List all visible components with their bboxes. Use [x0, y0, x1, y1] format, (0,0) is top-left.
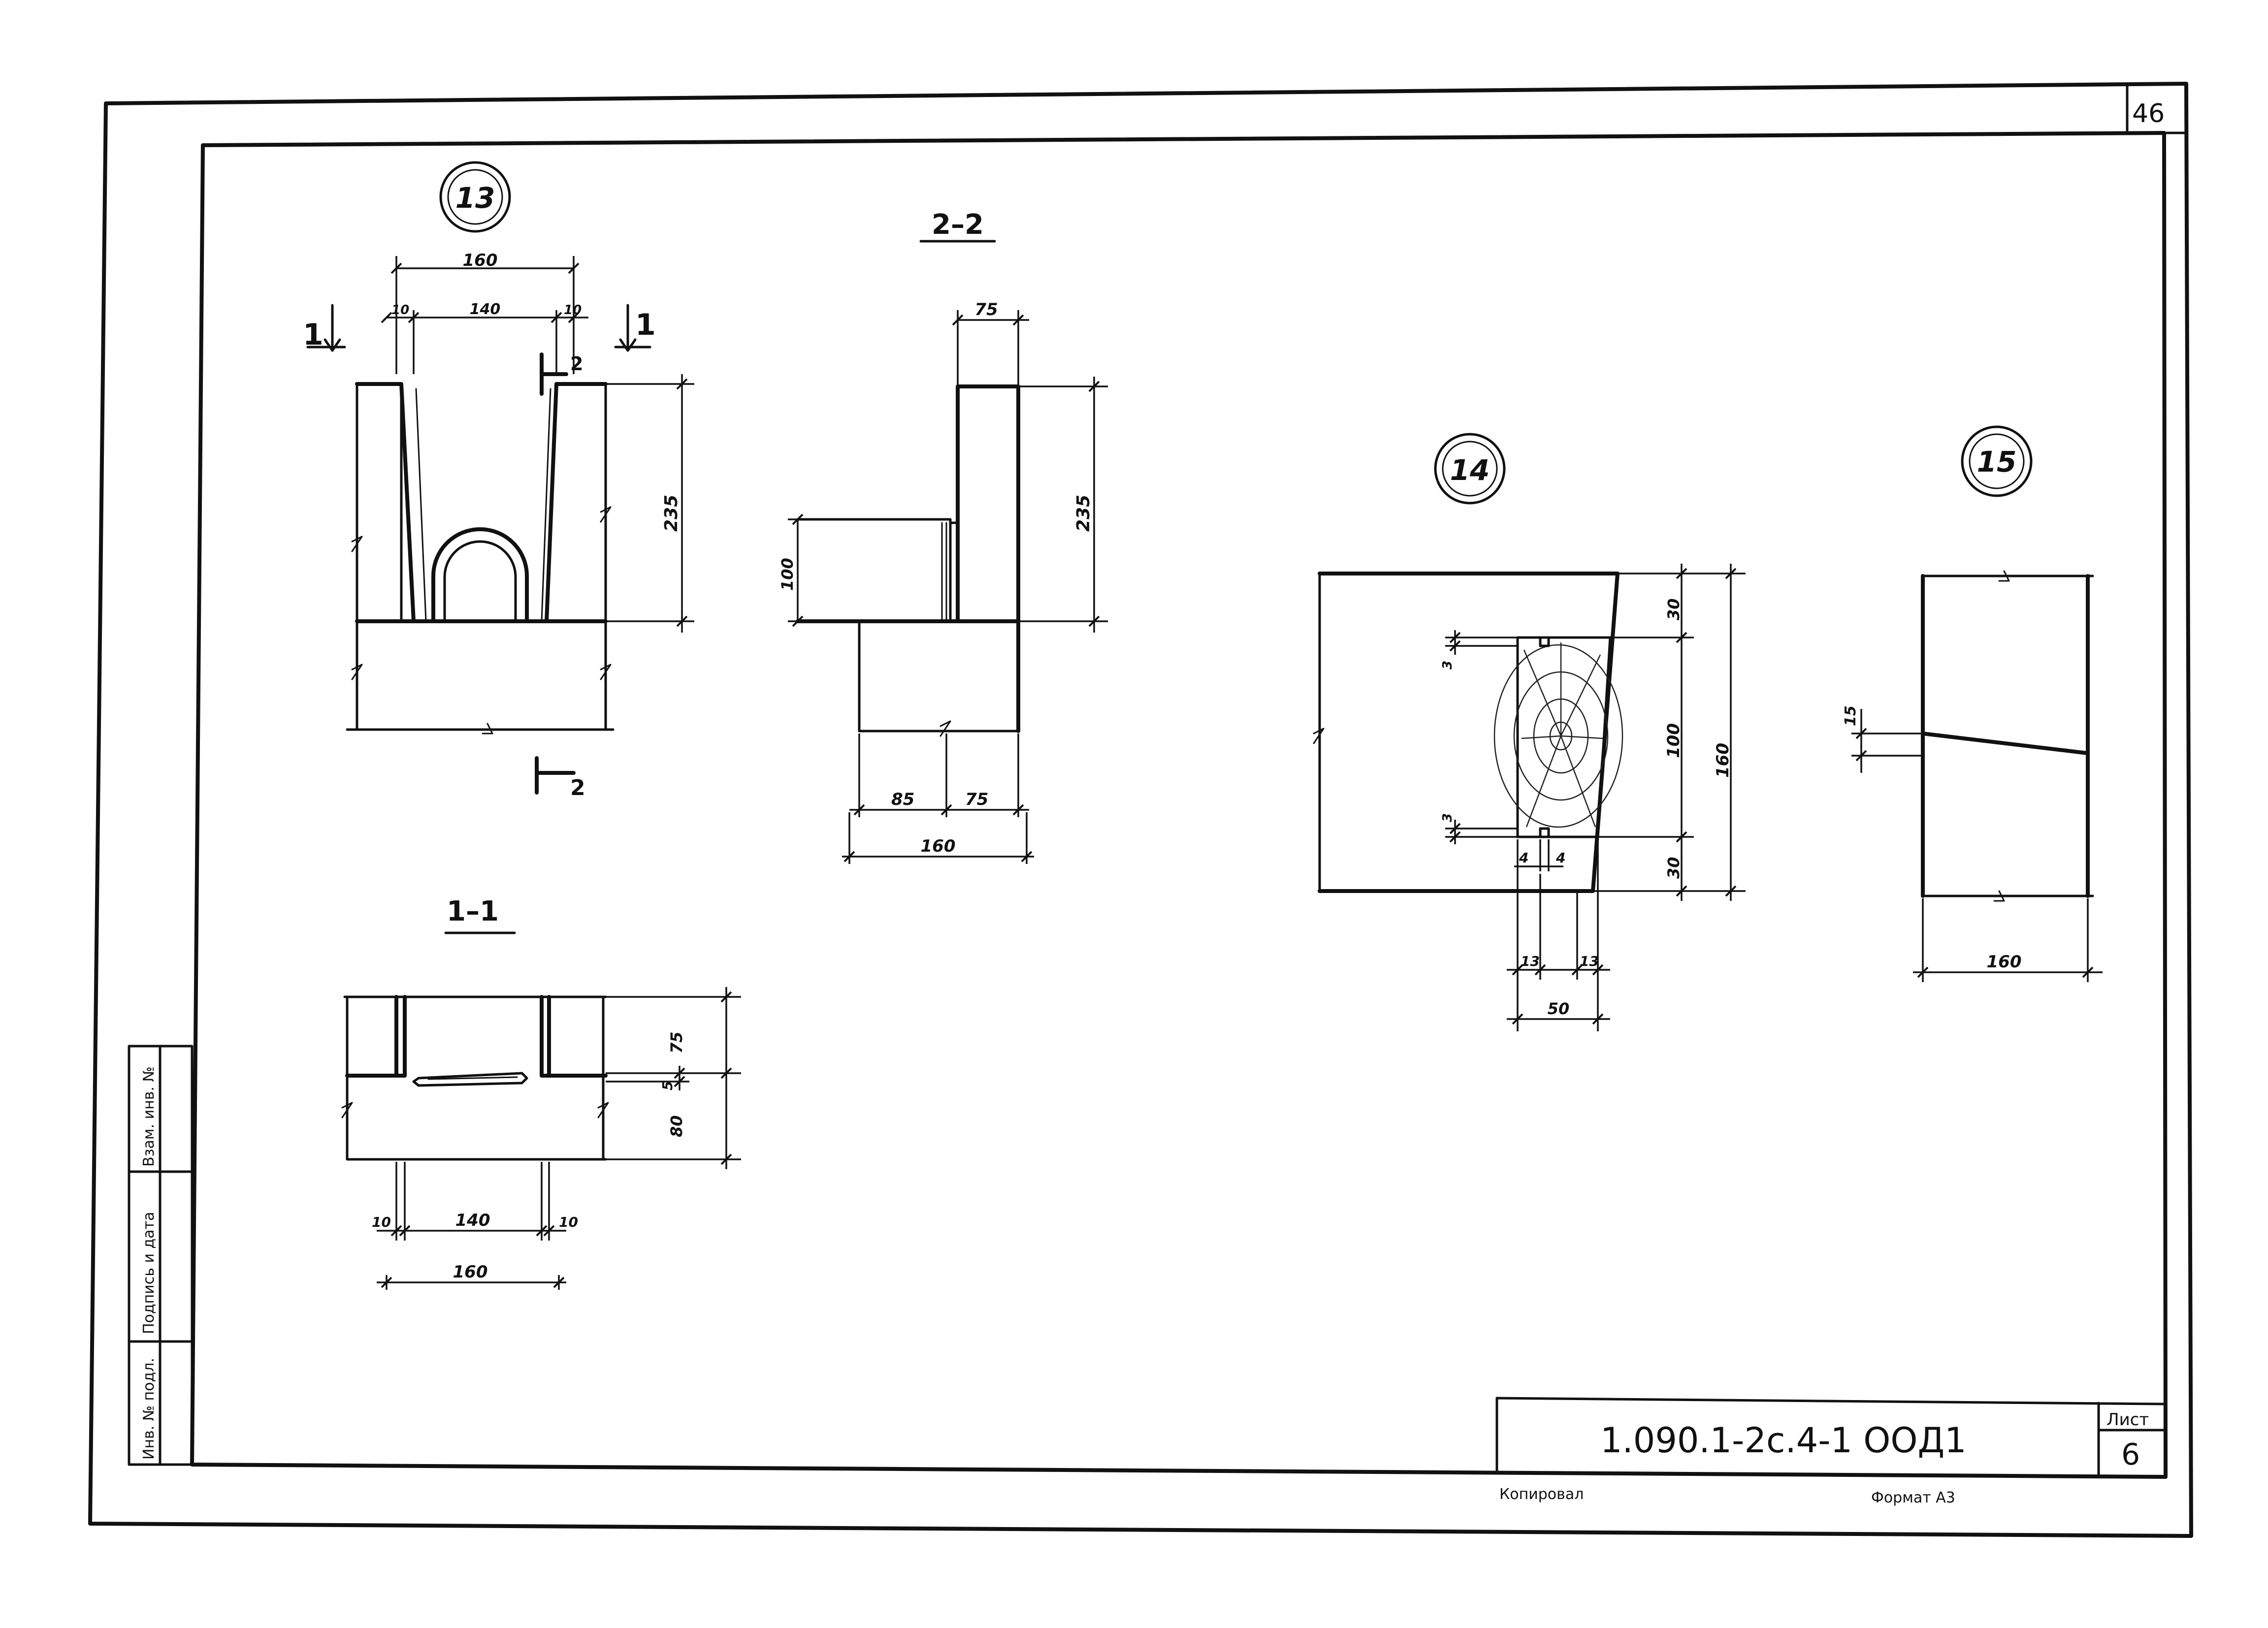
title-block	[1495, 1397, 2166, 1478]
node-14-view	[1313, 564, 1746, 1031]
node-13-dim-10-left: 10	[391, 303, 409, 318]
sheet-frame	[88, 82, 2193, 1538]
node-13-number: 13	[455, 181, 495, 215]
node-13-dim-235: 235	[661, 495, 681, 532]
node-14-dim-3-top: 3	[1440, 661, 1455, 670]
node-15-dim-15: 15	[1842, 705, 1859, 726]
node-15-number: 15	[1977, 445, 2017, 479]
node-15-view	[1851, 570, 2103, 982]
cut-1-left-label: 1	[303, 318, 324, 352]
node-14-dim-13-left: 13	[1521, 953, 1540, 969]
section-22-dim-75-bottom: 75	[965, 790, 988, 809]
node-14-dim-4-left: 4	[1519, 850, 1528, 866]
sheet-label: Лист	[2106, 1410, 2149, 1430]
stamp-signature-date: Подпись и дата	[140, 1212, 158, 1335]
node-14-dim-4-right: 4	[1555, 850, 1565, 866]
stamp-replace-inv: Взам. инв. №	[140, 1066, 158, 1167]
node-14-number: 14	[1450, 453, 1490, 487]
section-11-dim-10-left: 10	[372, 1214, 391, 1230]
cut-1-right-label: 1	[635, 308, 656, 342]
cut-2-top-label: 2	[570, 353, 583, 375]
section-11-dim-160: 160	[453, 1262, 488, 1282]
section-11-dim-80: 80	[667, 1115, 686, 1137]
document-code: 1.090.1-2с.4-1 ООД1	[1600, 1420, 1967, 1461]
section-22-dim-85: 85	[891, 790, 914, 809]
section-11-dim-140: 140	[455, 1211, 490, 1230]
section-11-dim-75: 75	[667, 1031, 686, 1053]
node-14-dim-13-right: 13	[1580, 953, 1599, 969]
node-14-dim-30-top: 30	[1664, 598, 1683, 620]
side-stamp	[128, 1045, 194, 1466]
copied-label: Копировал	[1499, 1486, 1584, 1503]
node-15-marker	[1961, 425, 2033, 497]
section-22-dim-160: 160	[921, 836, 956, 856]
node-14-dim-30-bottom: 30	[1664, 857, 1683, 879]
node-15-dim-160: 160	[1987, 952, 2022, 972]
stamp-inv-no: Инв. № подл.	[140, 1358, 158, 1460]
node-14-marker	[1434, 433, 1506, 505]
section-22-view	[788, 310, 1108, 864]
node-13-view	[306, 256, 694, 795]
format-label: Формат А3	[1871, 1489, 1955, 1506]
wood-grain	[1493, 642, 1623, 828]
section-11-title: 1–1	[447, 895, 499, 927]
node-13-dim-10-right: 10	[564, 303, 582, 318]
section-22-dim-100: 100	[778, 558, 797, 591]
node-13-dim-140: 140	[470, 301, 501, 318]
sheet-number: 6	[2121, 1437, 2140, 1472]
section-22-dim-235: 235	[1073, 495, 1094, 532]
section-11-dim-5: 5	[659, 1081, 676, 1090]
section-11-dim-10-right: 10	[559, 1214, 578, 1230]
node-14-dim-3-bottom: 3	[1440, 813, 1455, 822]
section-11-view	[341, 987, 741, 1290]
node-14-dim-50: 50	[1548, 999, 1570, 1018]
cut-2-bottom-label: 2	[570, 775, 585, 800]
node-13-dim-160: 160	[463, 251, 498, 270]
node-14-dim-100: 100	[1664, 723, 1684, 758]
node-13-marker	[439, 161, 511, 233]
section-22-dim-75-top: 75	[974, 300, 998, 319]
section-22-title: 2–2	[932, 209, 984, 241]
node-14-dim-160: 160	[1713, 743, 1733, 778]
corner-page-number: 46	[2132, 99, 2165, 128]
